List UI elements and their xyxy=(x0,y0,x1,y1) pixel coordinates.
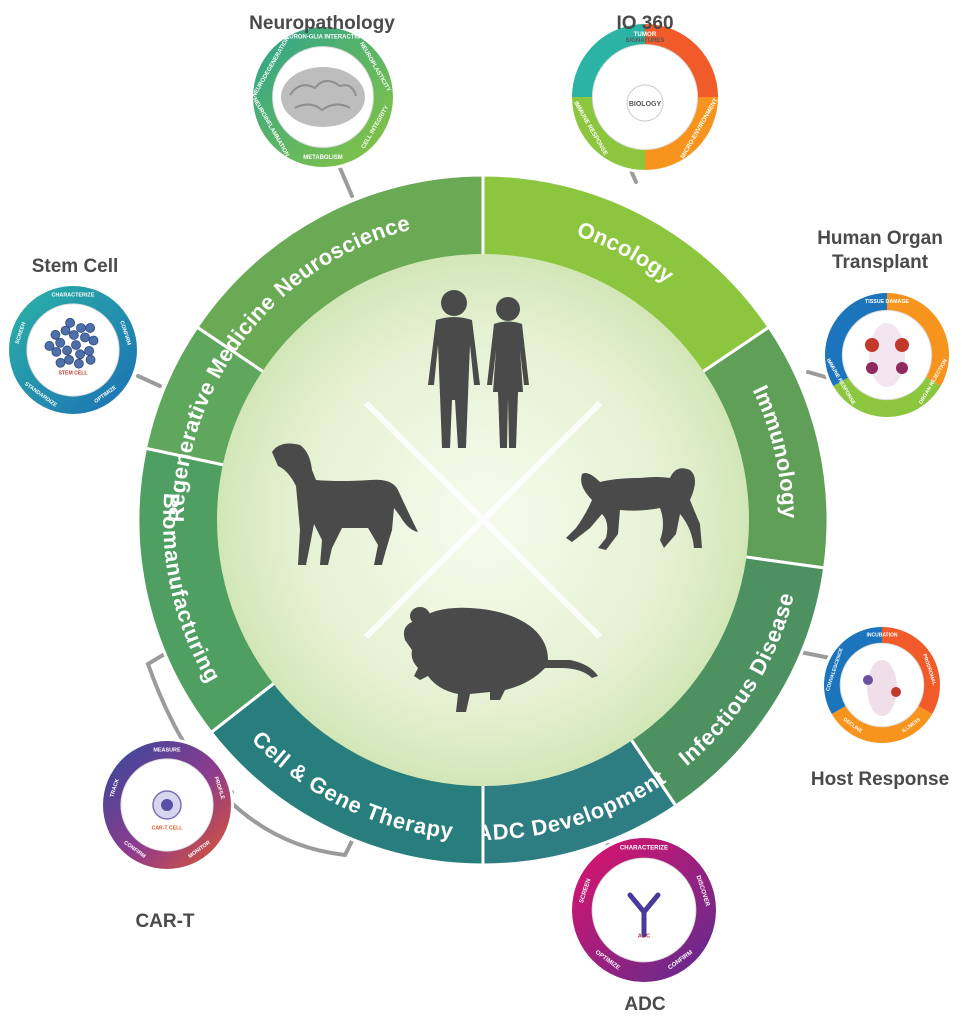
neuropathology-ring-label: NEURON-GLIA INTERACTION xyxy=(281,34,365,40)
adc-ring-label: CHARACTERIZE xyxy=(620,845,668,852)
host-body-icon xyxy=(863,660,901,716)
neuropathology-title: Neuropathology xyxy=(249,13,395,34)
neuropathology-ring-label: METABOLISM xyxy=(303,155,343,161)
brain-icon xyxy=(281,67,365,127)
io360-core: BIOLOGY SIGNATURES xyxy=(626,38,665,122)
segment-infectious: Infectious Disease xyxy=(626,554,827,809)
io360-center-label: BIOLOGY xyxy=(629,101,662,108)
adc-title: ADC xyxy=(624,994,666,1015)
cart-center-label: CAR-T CELL xyxy=(152,825,183,831)
quadrant-dividers xyxy=(363,400,603,640)
stemcell-center-label: STEM CELL xyxy=(59,370,88,376)
stemcell-ring-label: CHARACTERIZE xyxy=(52,292,95,298)
cart-ring-label: TRACK xyxy=(109,778,121,798)
host-ring-label: INCUBATION xyxy=(866,632,897,638)
host-response-title: Host Response xyxy=(810,769,950,790)
stem-cell-title: Stem Cell xyxy=(31,256,119,277)
antibody-icon xyxy=(627,892,661,938)
car-t-cell-icon xyxy=(152,790,182,820)
monkey-icon xyxy=(566,468,702,550)
human-figures-icon xyxy=(428,290,529,448)
cart-ring-label: MEASURE xyxy=(153,747,181,753)
io360-top-label: SIGNATURES xyxy=(626,38,665,44)
dog-icon xyxy=(272,443,418,565)
stemcell-wheel: CHARACTERIZECONFIRMOPTIMIZESTANDARDIZESC… xyxy=(6,283,140,417)
io360-title: IO 360 xyxy=(616,13,674,34)
mouse-icon xyxy=(403,607,598,712)
car-t-title: CAR-T xyxy=(135,911,195,932)
human-body-organs-icon xyxy=(865,323,909,387)
io360-ring-label: TUMOR xyxy=(634,31,657,38)
human-organ-transplant-title: Human Organ Transplant xyxy=(817,228,943,273)
organ-ring-label: TISSUE DAMAGE xyxy=(865,299,909,305)
stem-cell-cluster-icon xyxy=(44,317,99,369)
